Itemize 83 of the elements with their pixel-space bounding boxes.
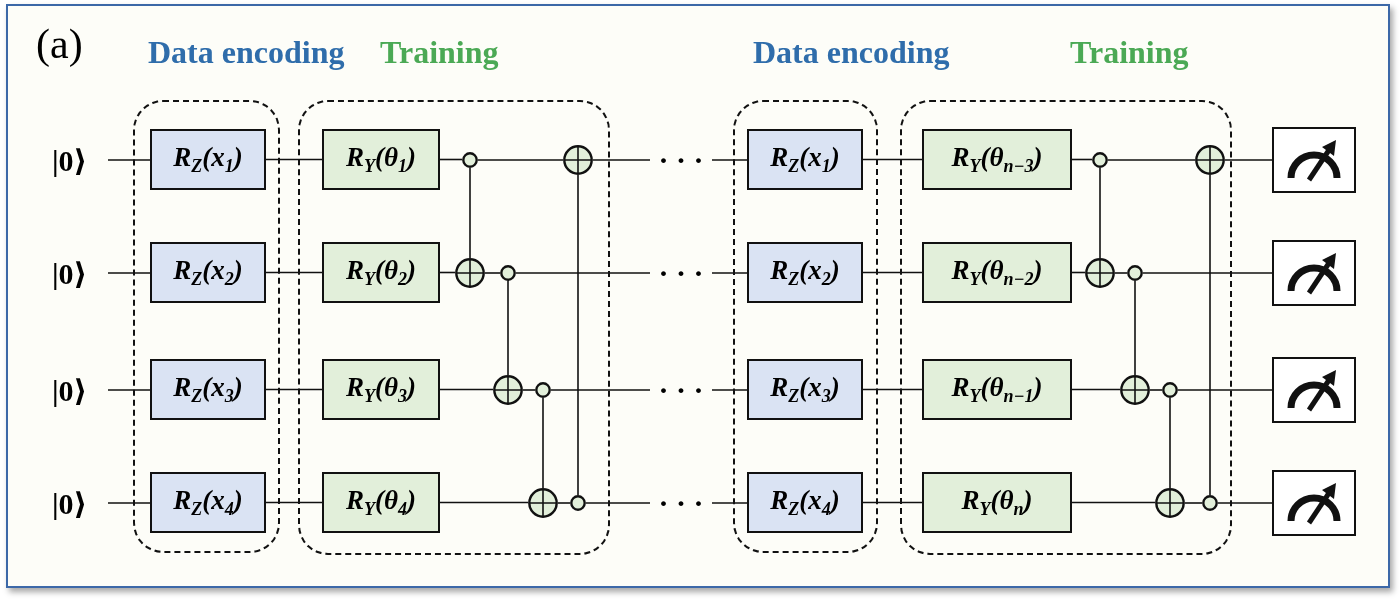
wire: [1224, 159, 1273, 161]
wire: [1107, 159, 1196, 161]
gate-box: R$_{Z}$(x$_{4}$): [150, 472, 266, 533]
wire: [862, 388, 923, 391]
gate-box: R$_{Z}$(x$_{3}$): [747, 359, 863, 420]
gate-box: R$_{Z}$(x$_{3}$): [150, 359, 266, 420]
ket-label: |0⟩: [52, 481, 108, 525]
wire: [862, 501, 923, 504]
gate-box: R$_{Z}$(x$_{2}$): [747, 242, 863, 303]
control-dot: [500, 265, 516, 281]
gate-box: R$_{Z}$(x$_{1}$): [747, 129, 863, 190]
cnot-connector-line: [542, 397, 544, 489]
wire: [711, 272, 748, 274]
wire: [1071, 501, 1156, 504]
cnot-connector-line: [469, 167, 471, 259]
gate-box: R$_{Z}$(x$_{2}$): [150, 242, 266, 303]
cnot-connector-line: [577, 174, 579, 496]
control-dot: [462, 152, 478, 168]
wire: [439, 388, 494, 391]
wire: [107, 502, 151, 504]
control-dot: [1127, 265, 1143, 281]
group-title: Data encoding: [753, 33, 950, 72]
wire: [477, 159, 564, 161]
wire: [107, 272, 151, 274]
wire: [711, 159, 748, 161]
gate-box: R$_{Z}$(x$_{1}$): [150, 129, 266, 190]
wire: [1114, 272, 1128, 274]
gate-box: R$_{Y}$(θ$_{3}$): [322, 359, 440, 420]
wire: [557, 502, 571, 504]
group-title: Data encoding: [148, 33, 345, 72]
measurement-box: [1272, 470, 1356, 536]
wire: [107, 389, 151, 391]
measurement-box: [1272, 357, 1356, 423]
wire: [515, 272, 651, 274]
wire: [1217, 502, 1273, 504]
wire: [592, 159, 651, 161]
wire: [711, 502, 748, 504]
control-dot: [535, 382, 551, 398]
gate-box: R$_{Y}$(θ$_{n−1}$): [922, 359, 1072, 420]
ket-label: |0⟩: [52, 368, 108, 412]
cnot-connector-line: [1099, 167, 1101, 259]
wire: [1177, 389, 1273, 391]
measurement-box: [1272, 127, 1356, 193]
wire: [1149, 389, 1163, 391]
gate-box: R$_{Y}$(θ$_{4}$): [322, 472, 440, 533]
wire: [862, 271, 923, 274]
gate-box: R$_{Y}$(θ$_{1}$): [322, 129, 440, 190]
wire: [107, 159, 151, 161]
wire: [265, 271, 323, 274]
wire: [711, 389, 748, 391]
wire: [484, 272, 501, 274]
gate-box: R$_{Y}$(θ$_{2}$): [322, 242, 440, 303]
cnot-connector-line: [1134, 280, 1136, 376]
ket-label: |0⟩: [52, 138, 108, 182]
gate-box: R$_{Z}$(x$_{4}$): [747, 472, 863, 533]
wire: [265, 388, 323, 391]
control-dot: [1162, 382, 1178, 398]
wire: [1142, 272, 1273, 274]
wire: [1071, 158, 1093, 161]
wire: [1071, 388, 1121, 391]
control-dot: [1092, 152, 1108, 168]
wire: [265, 501, 323, 504]
group-title: Training: [1070, 33, 1189, 72]
wire: [522, 389, 536, 391]
control-dot: [1202, 495, 1218, 511]
wire: [1184, 502, 1203, 504]
cnot-connector-line: [1209, 174, 1211, 496]
ket-label: |0⟩: [52, 251, 108, 295]
wire: [550, 389, 651, 391]
wire: [862, 158, 923, 161]
measurement-box: [1272, 240, 1356, 306]
wire: [439, 158, 463, 161]
cnot-connector-line: [1169, 397, 1171, 489]
wire: [585, 502, 651, 504]
group-title: Training: [380, 33, 499, 72]
wire: [265, 158, 323, 161]
wire: [439, 501, 529, 504]
gate-box: R$_{Y}$(θ$_{n−3}$): [922, 129, 1072, 190]
cnot-connector-line: [507, 280, 509, 376]
gate-box: R$_{Y}$(θ$_{n}$): [922, 472, 1072, 533]
control-dot: [570, 495, 586, 511]
gate-box: R$_{Y}$(θ$_{n−2}$): [922, 242, 1072, 303]
panel-label: (a): [36, 20, 83, 68]
